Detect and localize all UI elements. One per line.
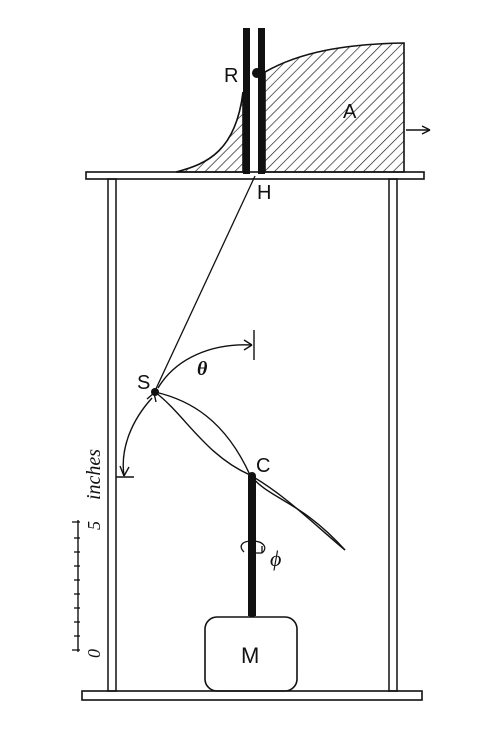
motor-m <box>204 616 298 692</box>
left-post <box>107 178 117 692</box>
rotation-phi-icon <box>240 540 266 554</box>
scale-tick-5: 5 <box>84 521 104 530</box>
label-r: R <box>224 65 238 87</box>
rod-left <box>243 28 250 174</box>
inch-scale <box>72 520 80 652</box>
rod-right <box>258 28 265 174</box>
pen-point-r <box>252 68 262 78</box>
base-plate <box>81 690 423 701</box>
label-theta: θ <box>197 358 208 380</box>
hatched-area-a-main <box>264 42 405 173</box>
swing-arc <box>116 392 157 478</box>
string-h-s <box>153 175 256 394</box>
hatched-area-a <box>175 91 244 173</box>
right-post <box>388 178 398 692</box>
scale-unit-label: inches <box>83 449 105 500</box>
top-plate <box>85 171 425 180</box>
point-s <box>151 388 159 396</box>
shaft-collar <box>248 610 256 618</box>
label-phi: ϕ <box>270 546 281 571</box>
label-c: C <box>256 455 270 477</box>
drive-shaft <box>248 476 256 616</box>
theta-arc <box>157 330 255 389</box>
label-a: A <box>343 101 357 123</box>
scale-tick-0: 0 <box>84 649 104 658</box>
motion-arrow <box>406 125 431 135</box>
label-h: H <box>257 182 271 204</box>
label-s: S <box>137 372 150 394</box>
label-m: M <box>241 643 259 668</box>
